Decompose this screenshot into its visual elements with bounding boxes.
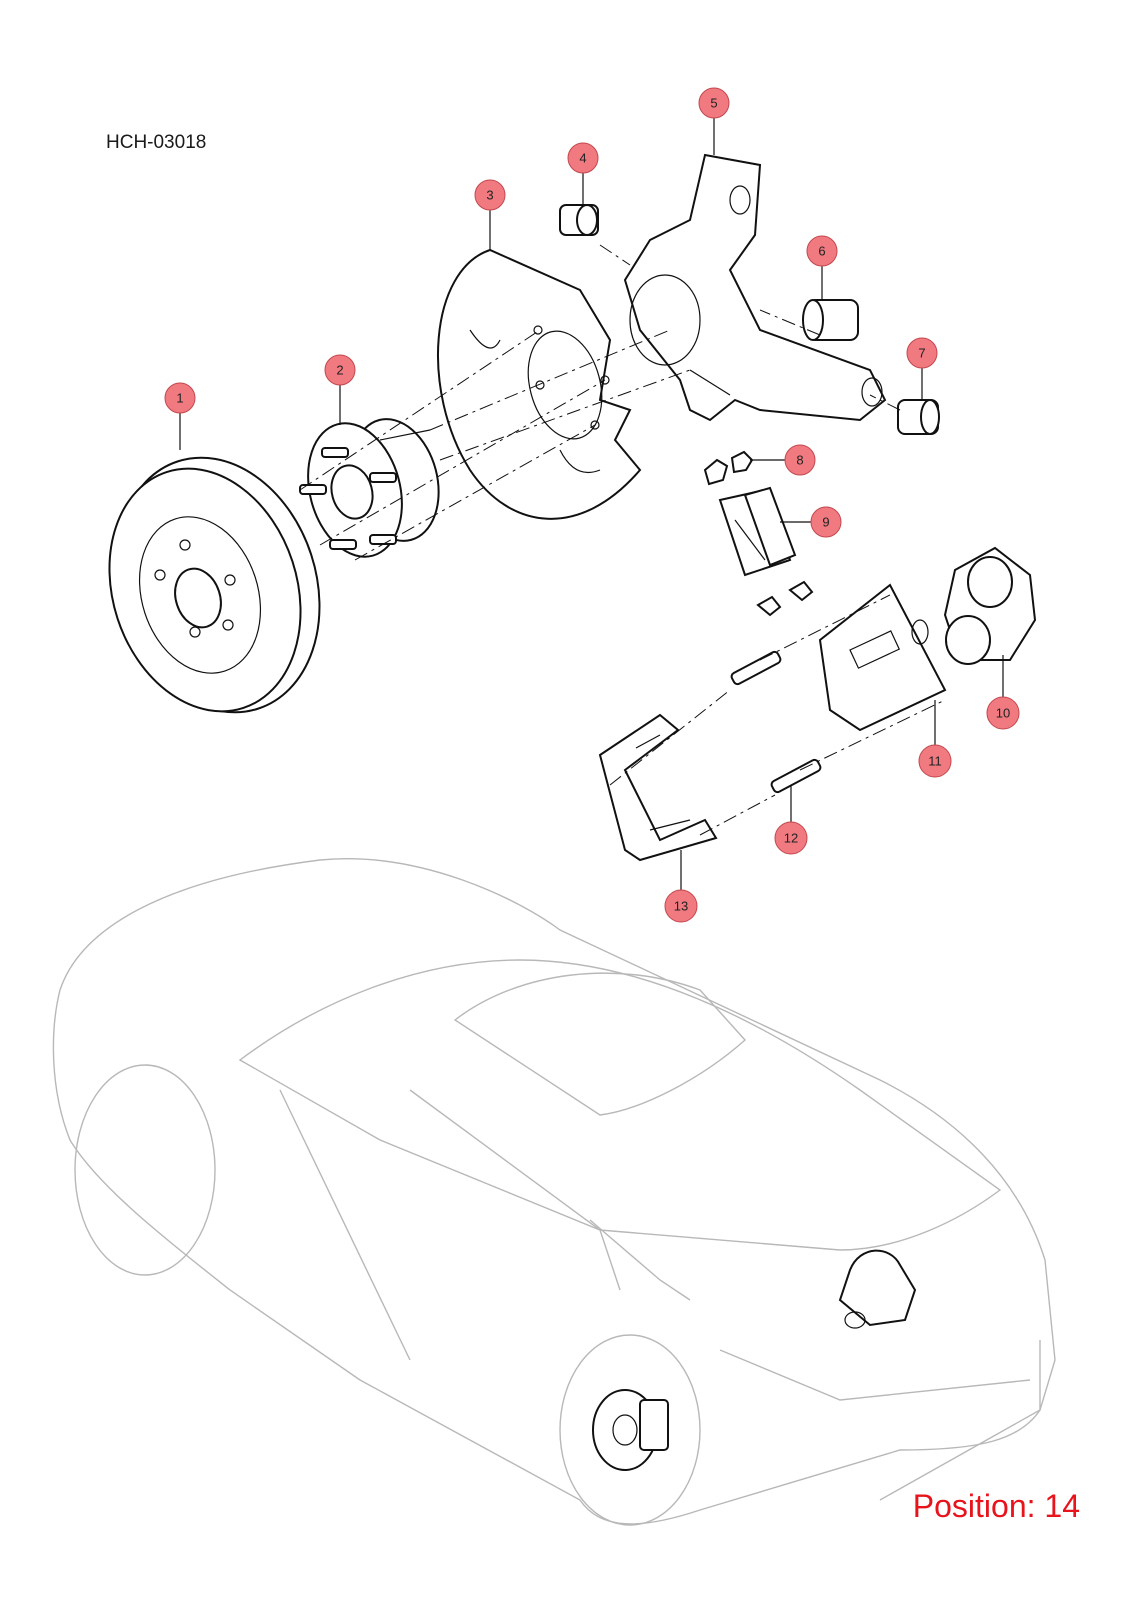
callout-2: 2 [324, 354, 356, 386]
vehicle-outline [52, 858, 1056, 1526]
svg-text:12: 12 [784, 831, 798, 846]
pad-clips-top [703, 450, 754, 486]
bushing-middle [802, 299, 859, 341]
guide-pins [730, 650, 822, 794]
callout-7: 7 [906, 337, 938, 369]
diagram-code: HCH-03018 [106, 132, 207, 153]
svg-text:8: 8 [796, 453, 803, 468]
wheel-hub [299, 418, 440, 558]
svg-text:5: 5 [710, 96, 717, 111]
svg-text:1: 1 [176, 391, 183, 406]
caliper-bracket [598, 713, 718, 862]
callout-9: 9 [810, 506, 842, 538]
parking-brake-actuator [943, 546, 1037, 665]
svg-text:7: 7 [918, 346, 925, 361]
callout-3: 3 [474, 179, 506, 211]
callout-5: 5 [698, 87, 730, 119]
brake-pads [718, 486, 797, 577]
callout-8: 8 [784, 444, 816, 476]
bushing-lower [897, 399, 940, 435]
svg-text:2: 2 [336, 363, 343, 378]
svg-text:4: 4 [579, 151, 586, 166]
callout-6: 6 [806, 235, 838, 267]
position-label: Position: 14 [912, 1488, 1080, 1524]
callout-4: 4 [567, 142, 599, 174]
vehicle-rear-brake-assembly [592, 1249, 917, 1471]
callout-13: 13 [664, 889, 698, 923]
svg-text:13: 13 [674, 899, 688, 914]
svg-text:9: 9 [822, 515, 829, 530]
brake-disc [108, 456, 321, 714]
svg-text:3: 3 [486, 188, 493, 203]
callout-11: 11 [918, 744, 952, 778]
callout-1: 1 [164, 382, 196, 414]
assembly-lines [299, 244, 946, 836]
svg-text:11: 11 [928, 754, 942, 769]
callout-10: 10 [986, 696, 1020, 730]
leader-lines [179, 118, 1004, 890]
callout-12: 12 [774, 821, 808, 855]
brake-caliper [818, 583, 947, 732]
steering-knuckle [623, 153, 887, 422]
pad-clips-bottom [756, 580, 814, 617]
bushing-upper [559, 204, 599, 236]
svg-text:10: 10 [996, 706, 1010, 721]
svg-text:6: 6 [818, 244, 825, 259]
